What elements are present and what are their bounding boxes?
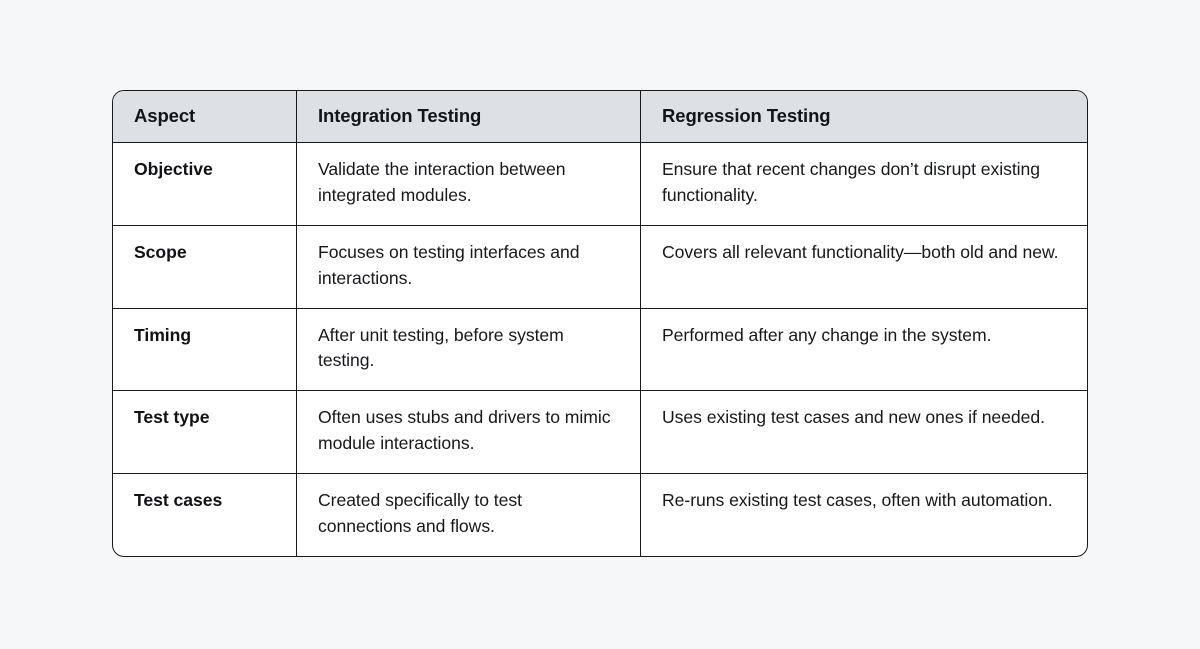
- table-header: Aspect Integration Testing Regression Te…: [113, 91, 1087, 144]
- table-row: Timing After unit testing, before system…: [113, 307, 1087, 391]
- row-label-scope: Scope: [113, 224, 296, 308]
- cell-objective-integration: Validate the interaction between integra…: [296, 143, 640, 225]
- table-row: Test type Often uses stubs and drivers t…: [113, 390, 1087, 474]
- cell-timing-regression: Performed after any change in the system…: [640, 307, 1087, 391]
- comparison-table: Aspect Integration Testing Regression Te…: [112, 90, 1088, 557]
- row-label-test-cases: Test cases: [113, 473, 296, 556]
- table-body: Objective Validate the interaction betwe…: [113, 143, 1087, 556]
- table-row: Objective Validate the interaction betwe…: [113, 143, 1087, 225]
- table-row: Test cases Created specifically to test …: [113, 473, 1087, 556]
- table-header-row: Aspect Integration Testing Regression Te…: [113, 91, 1087, 144]
- column-header-regression-testing: Regression Testing: [640, 91, 1087, 144]
- comparison-table-container: Aspect Integration Testing Regression Te…: [112, 90, 1088, 557]
- cell-objective-regression: Ensure that recent changes don’t disrupt…: [640, 143, 1087, 225]
- row-label-timing: Timing: [113, 307, 296, 391]
- cell-test-cases-regression: Re-runs existing test cases, often with …: [640, 473, 1087, 556]
- cell-scope-regression: Covers all relevant functionality—both o…: [640, 224, 1087, 308]
- cell-scope-integration: Focuses on testing interfaces and intera…: [296, 224, 640, 308]
- cell-test-cases-integration: Created specifically to test connections…: [296, 473, 640, 556]
- column-header-aspect: Aspect: [113, 91, 296, 144]
- cell-test-type-regression: Uses existing test cases and new ones if…: [640, 390, 1087, 474]
- cell-test-type-integration: Often uses stubs and drivers to mimic mo…: [296, 390, 640, 474]
- table-row: Scope Focuses on testing interfaces and …: [113, 224, 1087, 308]
- cell-timing-integration: After unit testing, before system testin…: [296, 307, 640, 391]
- row-label-objective: Objective: [134, 159, 213, 180]
- column-header-integration-testing: Integration Testing: [296, 91, 640, 144]
- row-label-test-type: Test type: [113, 390, 296, 473]
